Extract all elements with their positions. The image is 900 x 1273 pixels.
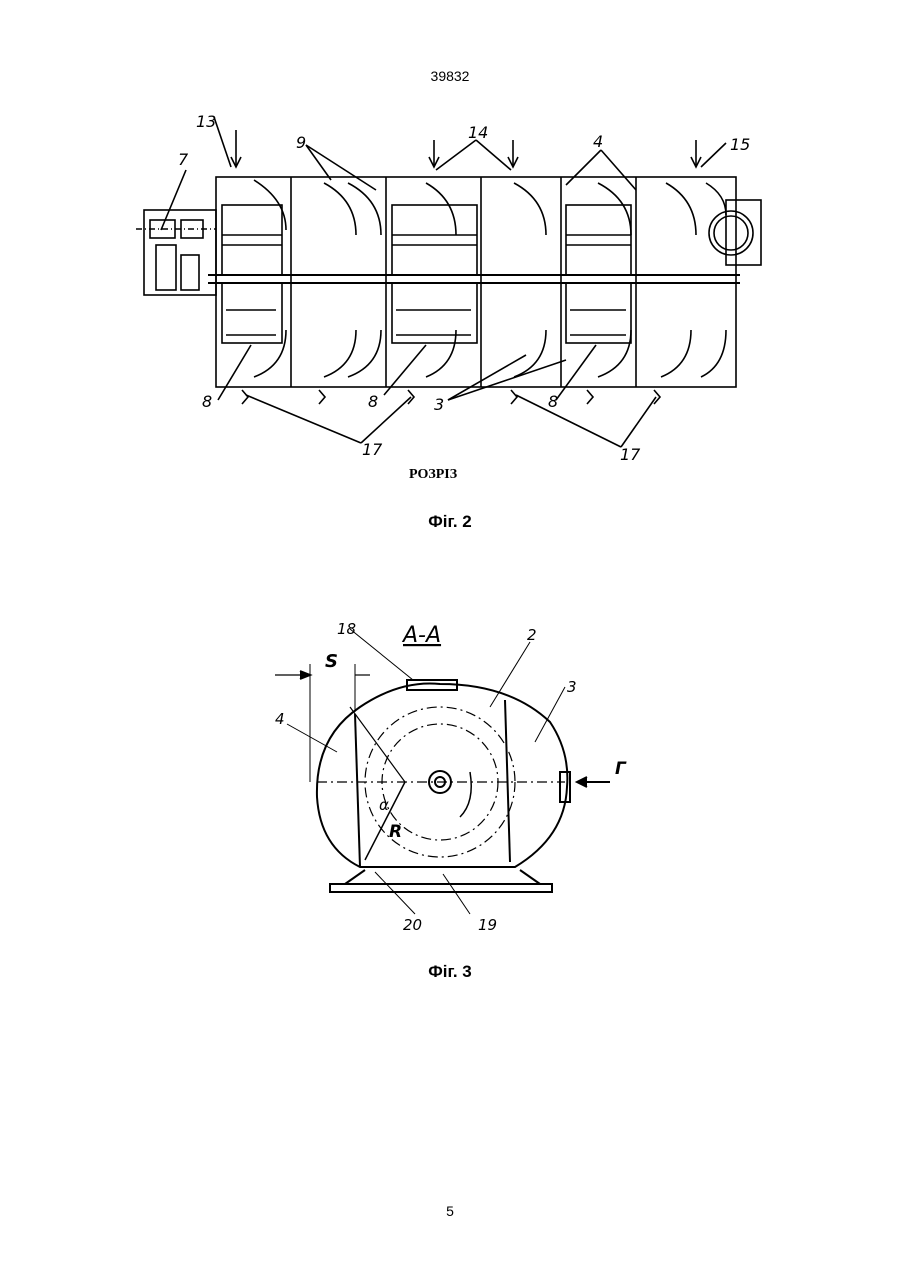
dimension-s: S: [325, 651, 338, 672]
label-8-right: 8: [548, 392, 558, 411]
label-4: 4: [275, 710, 285, 728]
document-number: 39832: [0, 68, 900, 84]
radius-r: R: [389, 822, 402, 842]
label-20: 20: [403, 916, 422, 934]
label-17-left: 17: [362, 440, 383, 459]
label-3: 3: [434, 395, 444, 414]
label-3: 3: [567, 678, 577, 696]
label-13: 13: [196, 112, 216, 131]
figure-2-drawing: 13 9 14 4 15 7 8 8 8 3 17 17: [136, 105, 762, 485]
label-15: 15: [730, 135, 750, 154]
figure-2-caption: Фіг. 2: [0, 512, 900, 532]
label-9: 9: [296, 133, 306, 152]
label-7: 7: [178, 150, 189, 169]
section-label: РОЗРІЗ: [409, 467, 457, 483]
section-a-a: A-A: [401, 623, 441, 648]
label-gamma: Г: [615, 759, 627, 779]
figure-3-caption: Фіг. 3: [0, 962, 900, 982]
label-8-middle: 8: [368, 392, 378, 411]
label-17-right: 17: [620, 445, 641, 464]
label-14: 14: [468, 123, 488, 142]
angle-alpha: α: [379, 796, 389, 814]
label-8-left: 8: [202, 392, 212, 411]
page-number: 5: [0, 1203, 900, 1219]
label-4: 4: [593, 132, 603, 151]
figure-3-drawing: A-A 18 2 3 4 S Г α R 20 19: [265, 612, 635, 937]
label-19: 19: [478, 916, 497, 934]
label-18: 18: [337, 620, 356, 638]
label-2: 2: [527, 626, 537, 644]
